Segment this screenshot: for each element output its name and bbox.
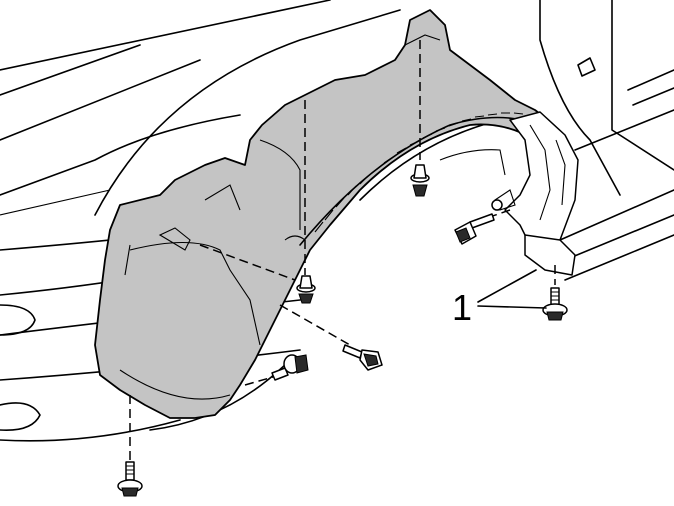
callout-label: 1: [452, 287, 472, 328]
wheel-liner: [94, 9, 561, 419]
bolt-icon: [542, 287, 568, 321]
clip-icon: [296, 275, 316, 304]
liner-front-extension: [494, 111, 579, 276]
fastener-guide-lines: [129, 40, 556, 460]
bolt-icon: [117, 461, 143, 497]
bolt-icon: [454, 199, 503, 245]
callout-1: 1: [452, 269, 547, 328]
bolt-icon: [342, 344, 383, 371]
clip-icon: [410, 164, 430, 197]
screw-icon: [271, 354, 309, 381]
